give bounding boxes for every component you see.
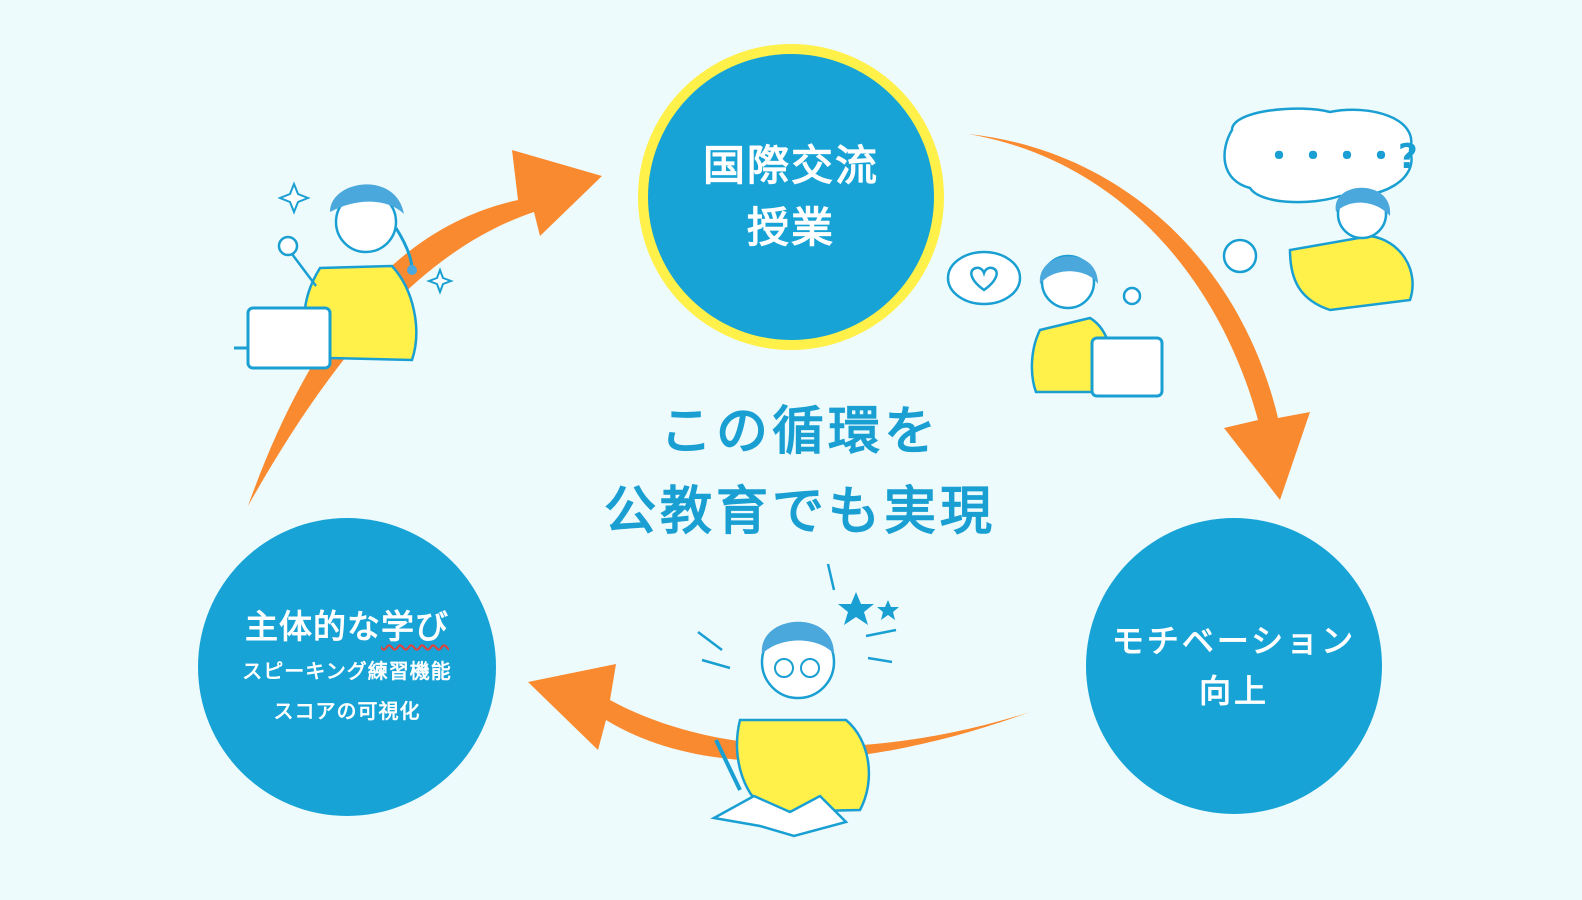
- star-icon: [877, 600, 899, 620]
- heart-icon: [970, 266, 998, 292]
- student-heart-illustration: [946, 250, 1164, 398]
- star-icon: [838, 592, 874, 625]
- student-laptop-illustration: [234, 181, 454, 370]
- sparkle-icon: [426, 267, 454, 295]
- arrow-right-to-left: [528, 664, 1030, 762]
- confused-person-illustration: ・・・・?: [1222, 107, 1418, 312]
- book-icon: [710, 794, 849, 838]
- node-left-title: 主体的な学び: [245, 603, 449, 651]
- student-book-illustration: [697, 563, 899, 838]
- node-top-line2: 授業: [746, 203, 835, 252]
- node-left-title-plain: 主体的な: [245, 607, 381, 646]
- sparkle-icon: [277, 181, 311, 215]
- node-international-class: 国際交流 授業: [638, 44, 944, 350]
- node-motivation: モチベーション 向上: [1086, 518, 1382, 814]
- node-left-title-underlined: 学び: [381, 607, 449, 646]
- node-left-item2: スコアの可視化: [273, 699, 421, 723]
- node-left-item1: スピーキング練習機能: [242, 659, 452, 683]
- node-right-line2: 向上: [1198, 672, 1269, 710]
- node-top-line1: 国際交流: [702, 141, 879, 190]
- node-active-learning: 主体的な学び スピーキング練習機能 スコアの可視化: [198, 518, 496, 816]
- center-line2: 公教育でも実現: [603, 482, 996, 542]
- node-right-line1: モチベーション: [1111, 622, 1357, 660]
- laptop-icon: [246, 306, 332, 370]
- center-line1: この循環を: [659, 402, 940, 462]
- laptop-icon: [1090, 336, 1164, 398]
- arrow-top-to-right: [968, 134, 1310, 500]
- center-message: この循環を 公教育でも実現: [540, 392, 1060, 552]
- pencil-icon: [714, 739, 742, 791]
- arrow-left-to-top: [248, 150, 602, 506]
- thought-text: ・・・・?: [1262, 137, 1418, 177]
